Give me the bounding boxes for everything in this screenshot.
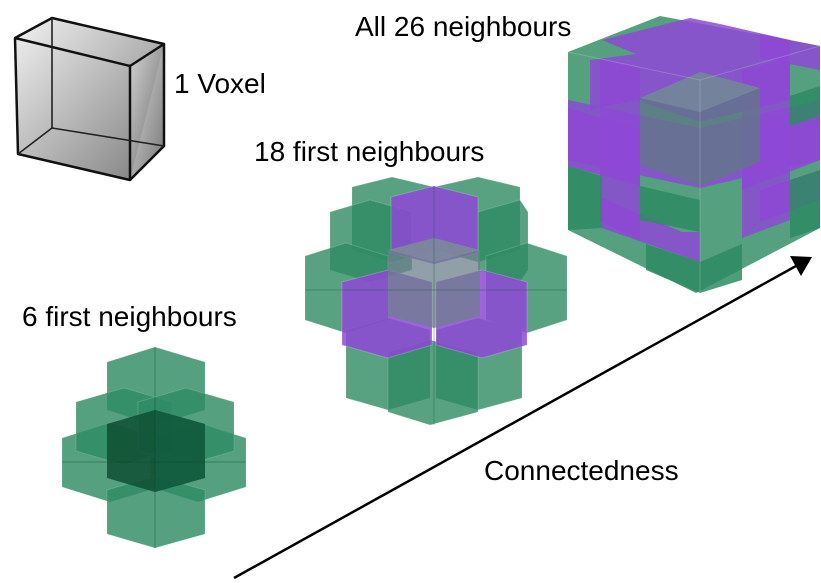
six-neighbours-cluster <box>61 346 247 549</box>
connectedness-arrow <box>233 256 812 580</box>
label-all-26-neighbours: All 26 neighbours <box>355 11 571 42</box>
label-1-voxel: 1 Voxel <box>174 68 266 99</box>
label-18-neighbours: 18 first neighbours <box>254 136 484 167</box>
label-connectedness: Connectedness <box>484 455 679 486</box>
twentysix-neighbours-cube <box>567 16 821 293</box>
label-6-neighbours: 6 first neighbours <box>22 301 237 332</box>
single-voxel-icon <box>13 16 166 182</box>
eighteen-neighbours-cluster <box>304 176 568 426</box>
